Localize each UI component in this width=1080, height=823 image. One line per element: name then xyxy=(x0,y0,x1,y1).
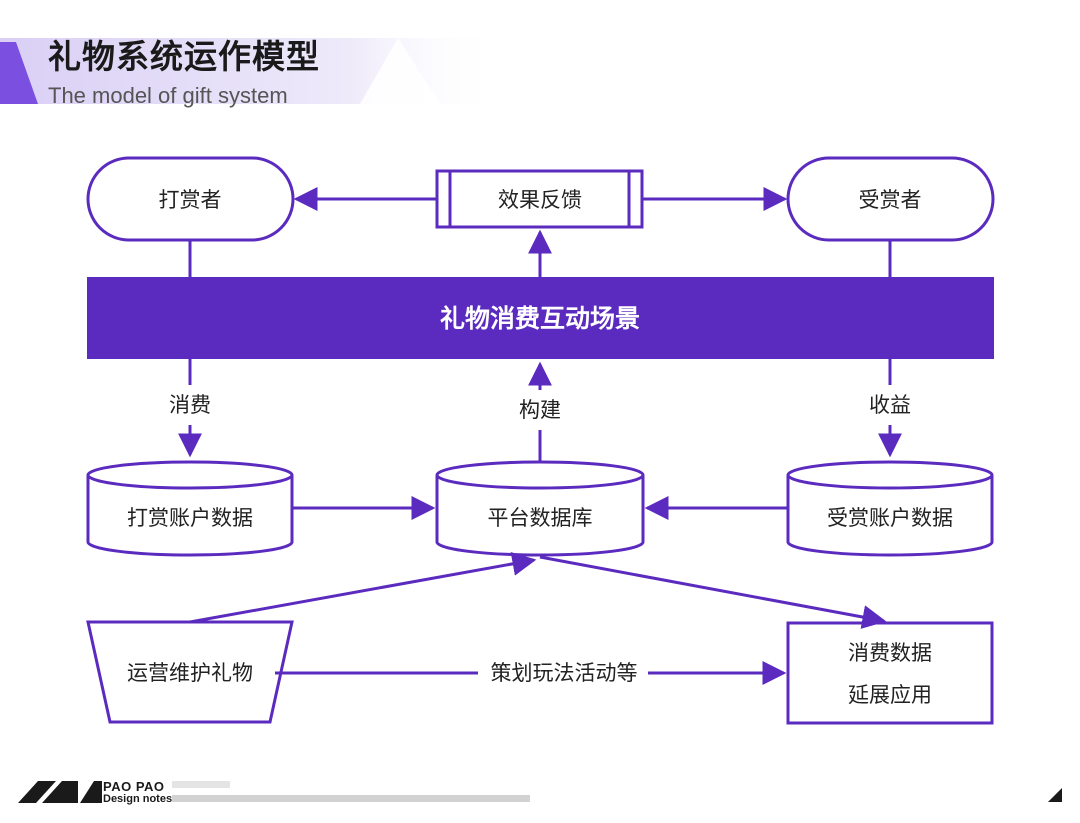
corner-triangle-icon xyxy=(1048,788,1062,802)
receiver-db-label: 受赏账户数据 xyxy=(827,506,953,530)
extension-node xyxy=(786,621,994,725)
build-label: 构建 xyxy=(519,398,561,422)
scene-band xyxy=(87,277,994,359)
income-label: 收益 xyxy=(869,393,911,417)
receiver-db-cylinder xyxy=(786,460,994,557)
footer-bar-long xyxy=(172,795,530,802)
page-subtitle: The model of gift system xyxy=(48,83,288,108)
header-left-triangle xyxy=(0,42,38,104)
extension-label-line2: 延展应用 xyxy=(848,683,932,707)
brand-line2: Design notes xyxy=(103,793,173,805)
activities-label: 策划玩法活动等 xyxy=(491,661,638,685)
paopao-logo xyxy=(18,781,102,803)
ops-label: 运营维护礼物 xyxy=(127,661,253,685)
receiver-label: 受赏者 xyxy=(859,188,922,212)
scene-label: 礼物消费互动场景 xyxy=(440,304,640,333)
ops-node xyxy=(86,620,294,724)
header-right-triangle xyxy=(360,38,440,104)
consume-label: 消费 xyxy=(169,393,211,417)
brand-text: PAO PAO Design notes xyxy=(103,779,173,805)
page-title: 礼物系统运作模型 xyxy=(48,37,320,76)
platform-db-cylinder xyxy=(435,460,645,557)
giver-label: 打赏者 xyxy=(159,188,222,212)
platform-to-extension-arrow xyxy=(539,555,887,629)
brand-line1: PAO PAO xyxy=(103,779,165,794)
ops-to-platform-arrow xyxy=(189,552,537,624)
giver-db-cylinder xyxy=(86,460,294,557)
platform-db-label: 平台数据库 xyxy=(488,506,593,530)
giver-db-label: 打赏账户数据 xyxy=(127,506,253,530)
extension-label-line1: 消费数据 xyxy=(848,641,932,665)
footer-bar-short xyxy=(172,781,230,788)
feedback-label: 效果反馈 xyxy=(498,188,582,212)
header-decoration xyxy=(0,38,500,104)
